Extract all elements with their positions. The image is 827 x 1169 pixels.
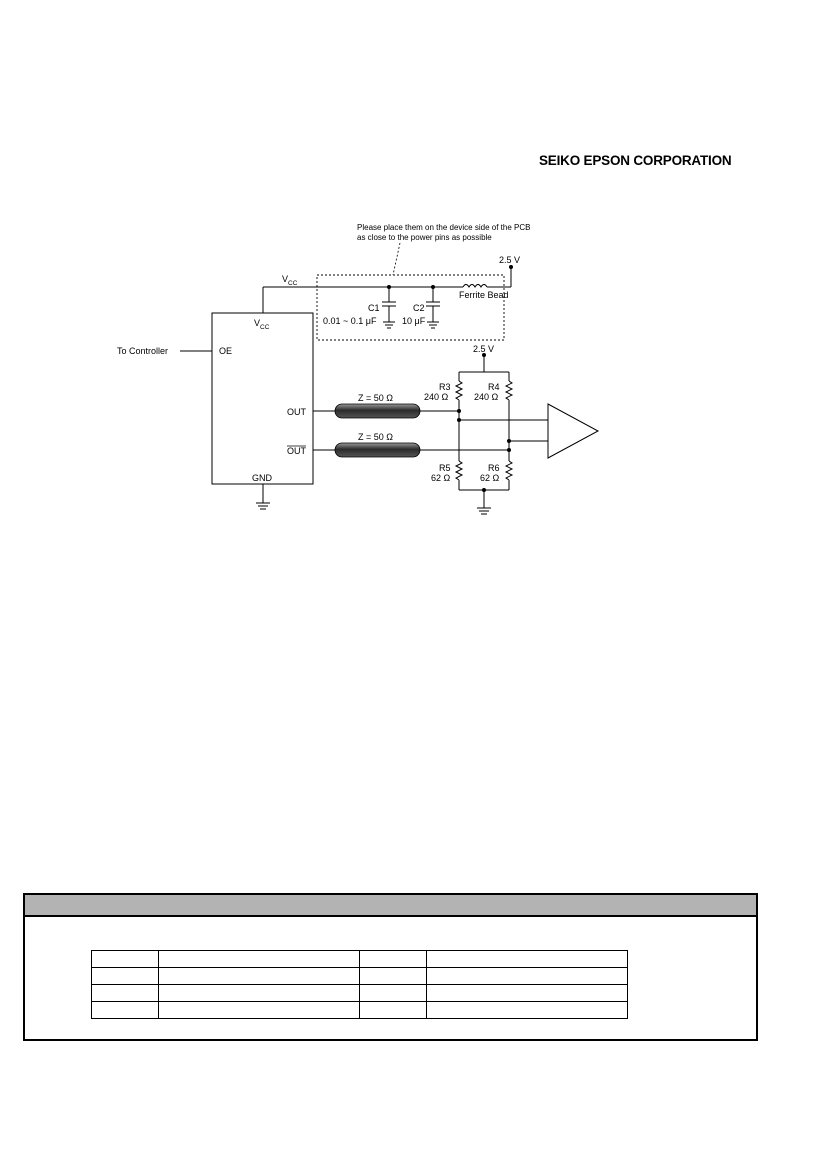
table-cell	[426, 950, 628, 968]
placement-note-line2: as close to the power pins as possible	[357, 233, 492, 242]
table-cell	[158, 984, 360, 1002]
panel-header-bar	[25, 895, 756, 917]
pin-vcc-label: VCC	[254, 318, 270, 331]
corporation-name: SEIKO EPSON CORPORATION	[539, 153, 732, 168]
r4-value: 240 Ω	[474, 392, 499, 402]
r5-name: R5	[439, 463, 451, 473]
table-cell	[359, 967, 427, 985]
capacitor-c1	[382, 287, 396, 329]
spec-table	[91, 950, 628, 1019]
ferrite-bead-label: Ferrite Bead	[459, 290, 509, 300]
r6-value: 62 Ω	[480, 473, 500, 483]
pin-outbar-label: OUT	[287, 446, 307, 456]
coax-line-outbar	[334, 442, 421, 458]
c2-name: C2	[413, 303, 425, 313]
table-cell	[91, 950, 159, 968]
impedance-label-out: Z = 50 Ω	[358, 393, 393, 403]
to-controller-label: To Controller	[117, 346, 168, 356]
capacitor-c2	[426, 287, 440, 329]
pin-oe-label: OE	[219, 346, 232, 356]
table-cell	[158, 950, 360, 968]
bottom-panel	[23, 893, 758, 1041]
c1-value: 0.01 ~ 0.1 μF	[323, 316, 377, 326]
table-cell	[359, 950, 427, 968]
vcc-rail	[262, 267, 512, 313]
r3-name: R3	[439, 382, 451, 392]
oscillator-ic	[211, 312, 314, 485]
table-cell	[359, 1001, 427, 1019]
table-row	[91, 950, 628, 968]
supply-top-label: 2.5 V	[499, 255, 520, 265]
pin-out-label: OUT	[287, 407, 307, 417]
table-cell	[426, 967, 628, 985]
c1-name: C1	[368, 303, 380, 313]
table-cell	[158, 1001, 360, 1019]
coax-line-out	[334, 403, 421, 419]
table-cell	[91, 1001, 159, 1019]
table-cell	[158, 967, 360, 985]
impedance-label-outbar: Z = 50 Ω	[358, 432, 393, 442]
ic-ground-symbol	[256, 484, 270, 510]
table-row	[91, 984, 628, 1002]
r5-value: 62 Ω	[431, 473, 451, 483]
table-cell	[91, 967, 159, 985]
c2-value: 10 μF	[402, 316, 426, 326]
table-cell	[359, 984, 427, 1002]
table-row	[91, 1001, 628, 1019]
lvds-termination-schematic: Please place them on the device side of …	[117, 223, 600, 515]
supply-bottom-label: 2.5 V	[473, 344, 494, 354]
note-leader	[392, 242, 401, 276]
table-cell	[91, 984, 159, 1002]
table-cell	[426, 984, 628, 1002]
r4-name: R4	[488, 382, 500, 392]
bypass-region-box	[316, 274, 505, 341]
table-row	[91, 967, 628, 985]
receiver-buffer	[547, 403, 600, 459]
r6-name: R6	[488, 463, 500, 473]
pin-gnd-label: GND	[252, 473, 273, 483]
vcc-rail-label: VCC	[282, 274, 298, 287]
supply-node-top	[509, 265, 513, 269]
table-cell	[426, 1001, 628, 1019]
r3-value: 240 Ω	[424, 392, 449, 402]
placement-note-line1: Please place them on the device side of …	[357, 223, 530, 232]
output-traces	[313, 410, 548, 451]
